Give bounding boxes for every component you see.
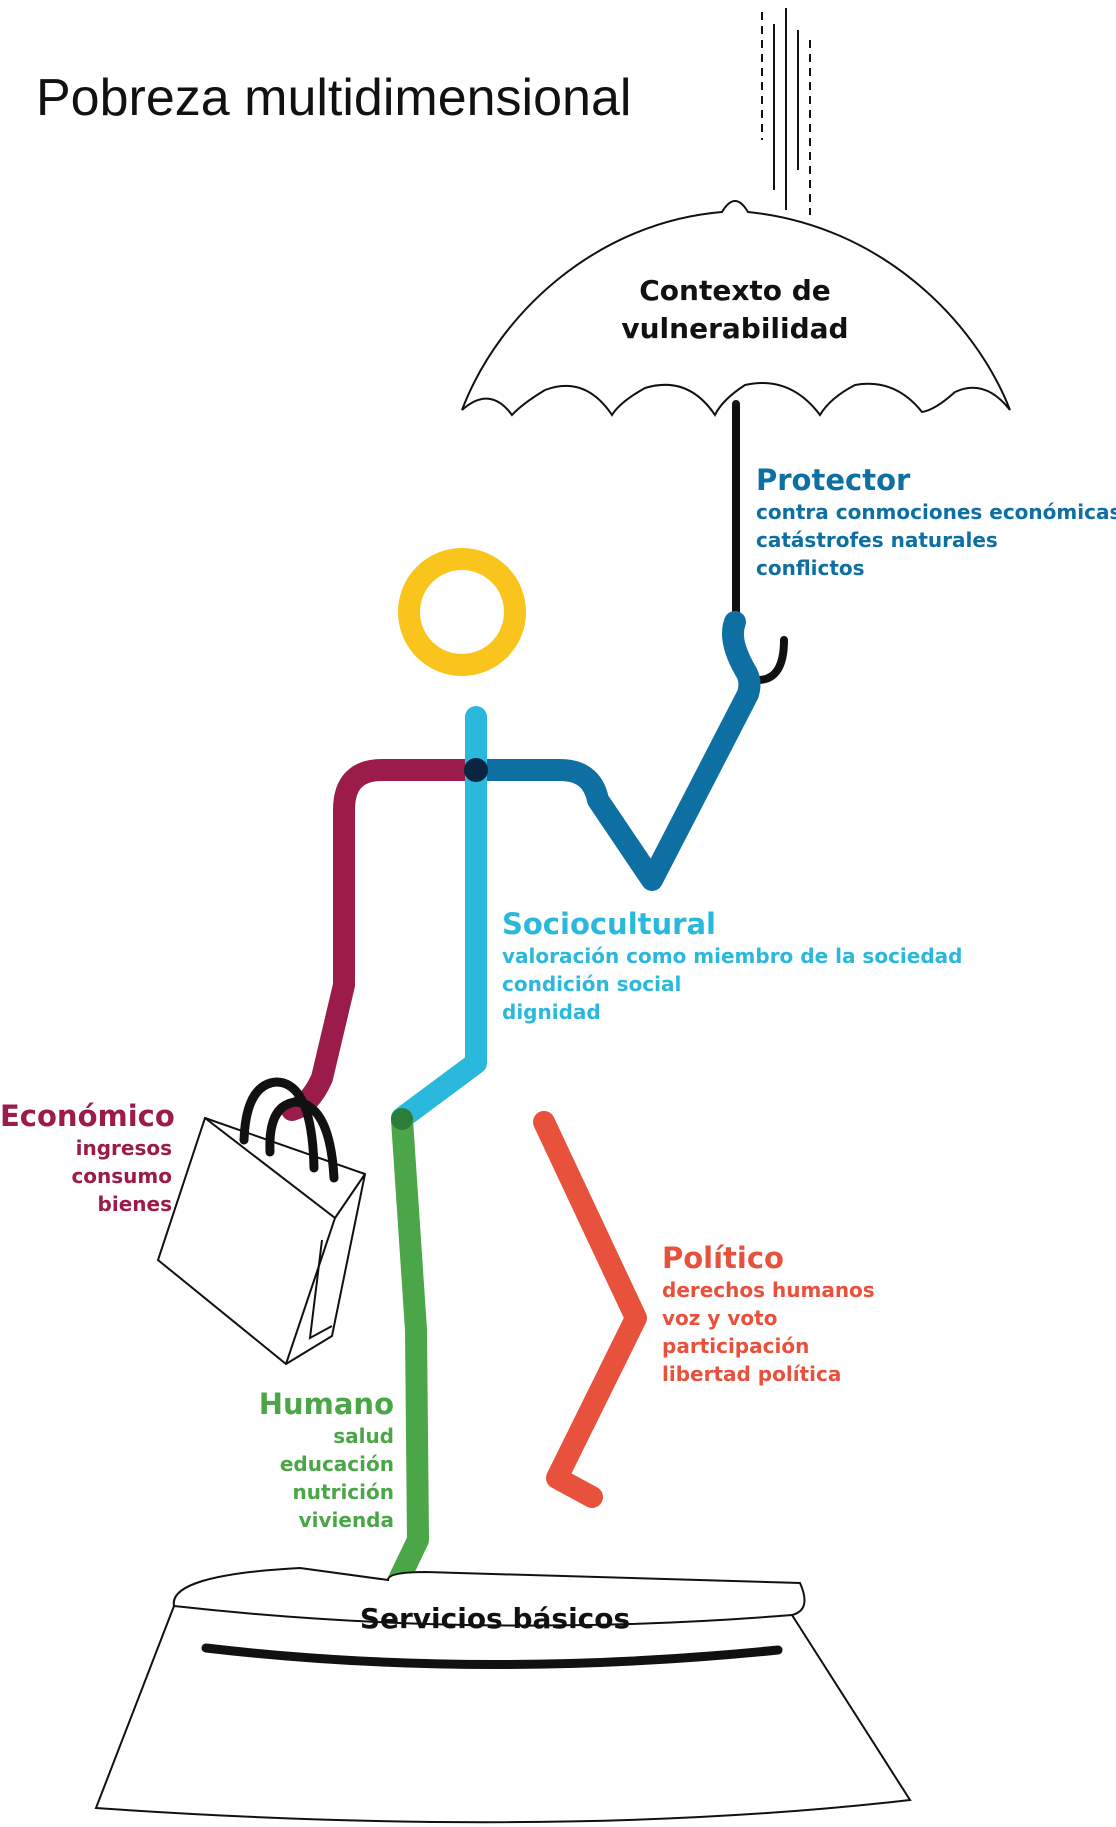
umbrella-label-line2: vulnerabilidad bbox=[621, 312, 849, 345]
hip-joint bbox=[391, 1108, 413, 1130]
politico-label: Político derechos humanos voz y voto par… bbox=[662, 1240, 875, 1388]
page-title: Pobreza multidimensional bbox=[36, 69, 632, 127]
economico-arm bbox=[281, 759, 487, 1121]
shopping-bag bbox=[156, 1077, 367, 1366]
economico-label: Económico ingresos consumo bienes bbox=[0, 1098, 175, 1218]
humano-label: Humano salud educación nutrición viviend… bbox=[190, 1386, 394, 1534]
humano-heading: Humano bbox=[258, 1387, 394, 1421]
politico-heading: Político bbox=[662, 1241, 784, 1275]
sociocultural-item: condición social bbox=[502, 972, 682, 996]
sociocultural-spine bbox=[391, 706, 487, 1129]
umbrella-canopy bbox=[461, 200, 1011, 418]
umbrella-label-line1: Contexto de bbox=[639, 274, 831, 307]
politico-item: participación bbox=[662, 1334, 810, 1358]
politico-item: libertad política bbox=[662, 1362, 842, 1386]
protector-label: Protector contra conmociones económicas … bbox=[756, 462, 1116, 582]
politico-item: derechos humanos bbox=[662, 1278, 875, 1302]
protector-item: catástrofes naturales bbox=[756, 528, 998, 552]
protector-arm bbox=[465, 611, 761, 891]
economico-item: consumo bbox=[71, 1164, 172, 1188]
politico-leg bbox=[533, 1111, 647, 1508]
shoulder-joint bbox=[464, 758, 488, 782]
protector-item: conflictos bbox=[756, 556, 865, 580]
humano-item: vivienda bbox=[298, 1508, 394, 1532]
head-circle bbox=[398, 548, 526, 676]
humano-leg bbox=[383, 1109, 429, 1601]
economico-heading: Económico bbox=[0, 1099, 175, 1133]
humano-item: educación bbox=[279, 1452, 394, 1476]
umbrella-label: Contexto de vulnerabilidad bbox=[560, 272, 910, 348]
protector-item: contra conmociones económicas bbox=[756, 500, 1116, 524]
humano-item: nutrición bbox=[292, 1480, 394, 1504]
humano-item: salud bbox=[333, 1424, 394, 1448]
pedestal-label: Servicios básicos bbox=[359, 1602, 631, 1635]
protector-heading: Protector bbox=[756, 463, 911, 497]
politico-item: voz y voto bbox=[662, 1306, 778, 1330]
economico-item: bienes bbox=[97, 1192, 172, 1216]
economico-item: ingresos bbox=[75, 1136, 172, 1160]
sociocultural-item: dignidad bbox=[502, 1000, 601, 1024]
sociocultural-label: Sociocultural valoración como miembro de… bbox=[502, 906, 962, 1026]
sociocultural-item: valoración como miembro de la sociedad bbox=[502, 944, 963, 968]
pedestal bbox=[94, 1566, 912, 1824]
rain-lines bbox=[761, 8, 811, 215]
sociocultural-heading: Sociocultural bbox=[502, 907, 716, 941]
